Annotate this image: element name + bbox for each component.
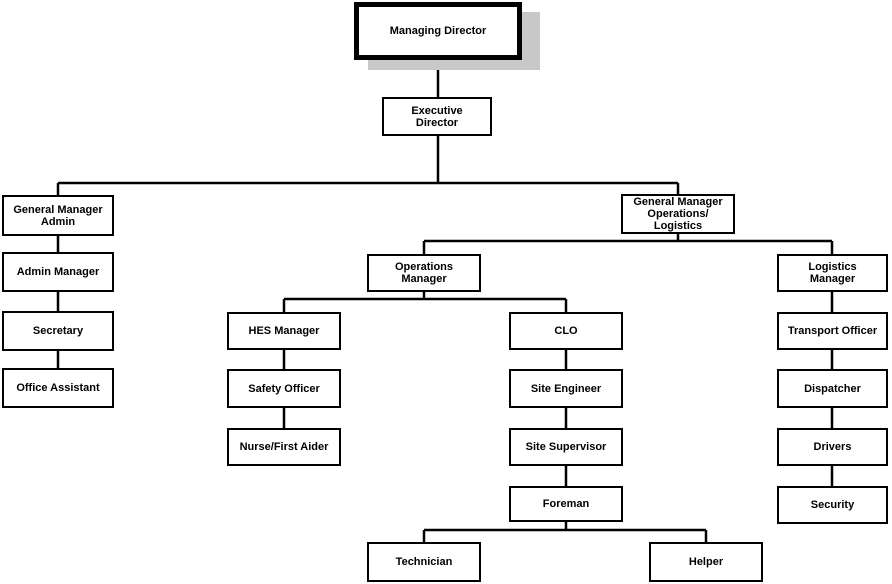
box-site-engineer: Site Engineer (509, 369, 623, 408)
box-drivers: Drivers (777, 428, 888, 466)
box-office-assistant: Office Assistant (2, 368, 114, 408)
box-technician: Technician (367, 542, 481, 582)
box-hes-manager: HES Manager (227, 312, 341, 350)
box-admin-manager: Admin Manager (2, 252, 114, 292)
box-site-supervisor: Site Supervisor (509, 428, 623, 466)
box-nurse-first-aider: Nurse/First Aider (227, 428, 341, 466)
box-helper: Helper (649, 542, 763, 582)
box-gm-operations: General Manager Operations/ Logistics (621, 194, 735, 234)
box-managing-director: Managing Director (354, 2, 522, 60)
box-foreman: Foreman (509, 486, 623, 522)
box-operations-manager: Operations Manager (367, 254, 481, 292)
box-transport-officer: Transport Officer (777, 312, 888, 350)
box-safety-officer: Safety Officer (227, 369, 341, 408)
box-dispatcher: Dispatcher (777, 369, 888, 408)
box-gm-admin: General Manager Admin (2, 195, 114, 236)
box-secretary: Secretary (2, 311, 114, 351)
box-executive-director: Executive Director (382, 97, 492, 136)
box-logistics-manager: Logistics Manager (777, 254, 888, 292)
box-clo: CLO (509, 312, 623, 350)
box-security: Security (777, 486, 888, 524)
